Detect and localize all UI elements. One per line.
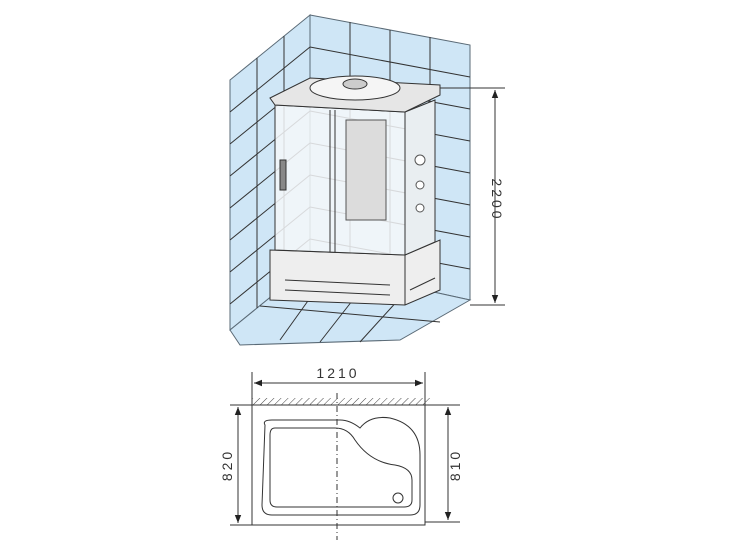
plan-view: 1210 820 810 <box>219 365 463 540</box>
width-label: 1210 <box>316 365 359 381</box>
rain-shower-head <box>342 78 368 90</box>
control-panel <box>345 119 387 221</box>
depth-right-label: 810 <box>447 449 463 481</box>
depth-left-label: 820 <box>219 449 235 481</box>
shower-cabin <box>269 75 441 306</box>
drain-icon <box>392 492 404 504</box>
side-panel <box>404 99 436 256</box>
wall-hatch <box>252 398 430 405</box>
height-dimension: 2200 <box>440 87 505 306</box>
height-label: 2200 <box>489 178 505 221</box>
door-handle <box>279 159 287 191</box>
